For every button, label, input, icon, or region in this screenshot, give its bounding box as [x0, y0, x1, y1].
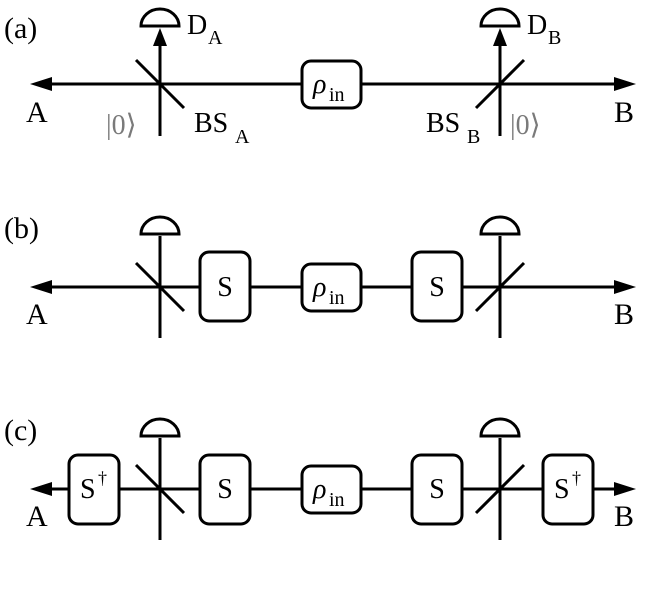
- panel-b-s-box-right: [410, 250, 464, 323]
- panel-c-detector-right-icon: [479, 417, 521, 438]
- panel-a-rho-subscript: in: [329, 84, 345, 106]
- panel-c-beamsplitter-right: [474, 463, 526, 515]
- panel-c-s-dagger-left-label: S: [80, 474, 96, 505]
- panel-b-port-b: B: [614, 298, 634, 331]
- panel-b-detector-right-icon: [479, 215, 521, 236]
- panel-b-s-box-right-label: S: [429, 272, 445, 303]
- panel-a-bs-right-subscript: B: [467, 126, 480, 148]
- panel-a-rho-symbol: ρ: [312, 69, 326, 100]
- panel-c-beamsplitter-left: [134, 463, 186, 515]
- panel-a-detector-left-subscript: A: [208, 27, 223, 49]
- panel-b-s-box-left: [198, 250, 252, 323]
- panel-c-s-box-left: [198, 453, 252, 526]
- panel-a: (a) ρ in D A D B A B |0⟩ |0⟩ BS A BS: [4, 7, 636, 148]
- panel-a-port-b: B: [614, 96, 634, 129]
- panel-c-s-box-left-label: S: [217, 474, 233, 505]
- panel-c-s-box-right: [410, 453, 464, 526]
- panel-a-rho-box: [300, 59, 363, 110]
- panel-b-beamsplitter-right: [474, 261, 526, 313]
- panel-b-arrow-left: [30, 280, 52, 294]
- panel-a-bs-right-label: BS: [426, 108, 460, 139]
- panel-b-s-box-left-label: S: [217, 272, 233, 303]
- panel-c-s-dagger-right-superscript: †: [572, 468, 581, 488]
- panel-c-port-a: A: [26, 500, 48, 533]
- panel-a-detector-right-icon: [479, 7, 521, 28]
- panel-a-port-a: A: [26, 96, 48, 129]
- panel-a-beamsplitter-right: [474, 58, 526, 110]
- panel-a-vacuum-left: |0⟩: [106, 110, 137, 141]
- panel-b-rho-subscript: in: [329, 287, 345, 309]
- panel-c-rho-box: [300, 464, 363, 515]
- panel-a-arrow-left: [30, 77, 52, 91]
- panel-a-detector-left-icon: [139, 7, 181, 28]
- panel-a-detector-right-label: D: [527, 10, 547, 41]
- panel-c: (c) S † S ρ in S S † A B: [4, 414, 636, 540]
- panel-a-detector-right-subscript: B: [548, 27, 561, 49]
- panel-b-arrow-right: [614, 280, 636, 294]
- panel-c-s-dagger-box-right: [541, 453, 595, 526]
- panel-a-bs-left-subscript: A: [235, 126, 250, 148]
- panel-c-rho-subscript: in: [329, 489, 345, 511]
- panel-c-rho-symbol: ρ: [312, 474, 326, 505]
- panel-a-detector-left-label: D: [187, 10, 207, 41]
- panel-a-bs-left-arrow-up: [153, 28, 167, 46]
- panel-b-detector-left-icon: [139, 215, 181, 236]
- panel-c-s-dagger-left-superscript: †: [98, 468, 107, 488]
- panel-b-rho-symbol: ρ: [312, 272, 326, 303]
- panel-b-rho-box: [300, 262, 363, 313]
- panel-a-beamsplitter-left: [134, 58, 186, 110]
- panel-a-vacuum-right: |0⟩: [510, 110, 541, 141]
- panel-c-s-dagger-right-label: S: [554, 474, 570, 505]
- panel-b-label: (b): [4, 212, 39, 245]
- panel-a-bs-right-arrow-up: [493, 28, 507, 46]
- panel-c-port-b: B: [614, 500, 634, 533]
- panel-b: (b) S ρ in S A B: [4, 212, 636, 338]
- panel-b-beamsplitter-left: [134, 261, 186, 313]
- panel-b-port-a: A: [26, 298, 48, 331]
- panel-c-label: (c): [4, 414, 37, 447]
- panel-c-arrow-right: [614, 482, 636, 496]
- panel-c-s-dagger-box-left: [67, 453, 121, 526]
- panel-c-s-box-right-label: S: [429, 474, 445, 505]
- panel-c-arrow-left: [30, 482, 52, 496]
- panel-a-bs-left-label: BS: [194, 108, 228, 139]
- panel-a-arrow-right: [614, 77, 636, 91]
- panel-a-label: (a): [4, 12, 37, 45]
- panel-c-detector-left-icon: [139, 417, 181, 438]
